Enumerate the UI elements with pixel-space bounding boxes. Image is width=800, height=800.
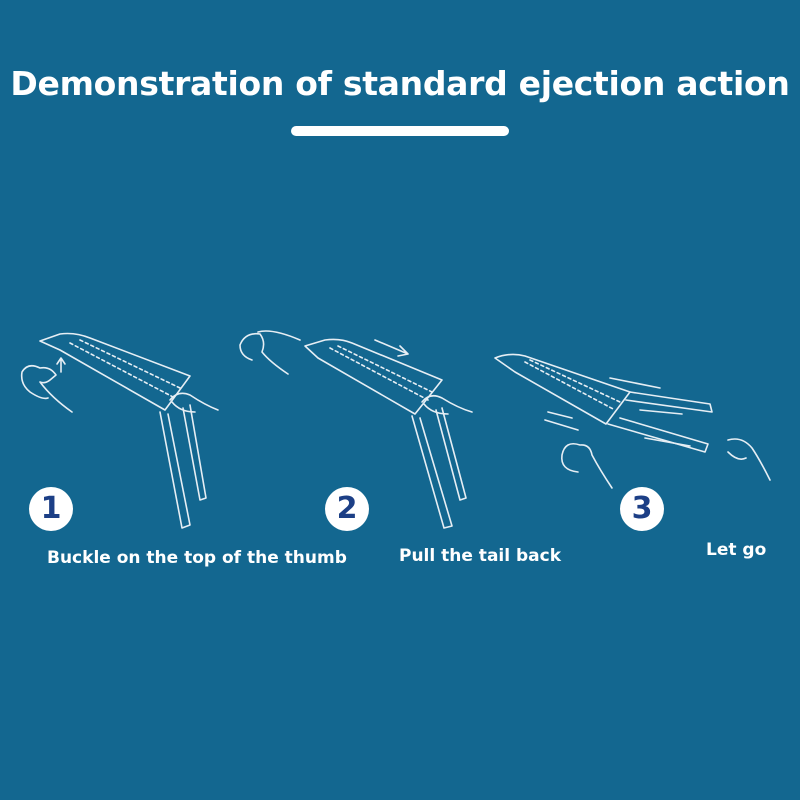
step-1-illustration: [20, 332, 219, 529]
step-2-number-badge: 2: [325, 487, 369, 531]
step-2-tail-straps: [411, 407, 467, 529]
step-1-hand-icon: [20, 364, 73, 413]
step-2-plane-body: [304, 338, 443, 415]
step-3-plane-body: [494, 353, 631, 425]
step-1-arrow-up-icon: [56, 357, 66, 373]
step-3-right-hand-icon: [727, 438, 771, 481]
step-3-tail-straps: [607, 391, 713, 453]
step-1-label: Buckle on the top of the thumb: [47, 548, 347, 568]
step-2-illustration: [239, 330, 473, 529]
step-3-label: Let go: [706, 540, 767, 560]
step-2-holding-hand-icon: [421, 394, 473, 415]
title-underline: [291, 126, 509, 136]
step-3-number-badge: 3: [620, 487, 664, 531]
step-3-speed-lines: [544, 377, 691, 447]
step-2-pull-arrow-icon: [374, 339, 409, 357]
step-2-label: Pull the tail back: [399, 546, 562, 566]
step-3-left-hand-icon: [561, 442, 613, 489]
ejection-illustration: [20, 330, 771, 529]
step-1-tail-straps: [159, 404, 207, 529]
step-1-plane-body: [39, 332, 191, 411]
step-1-number-badge: 1: [29, 487, 73, 531]
step-3-illustration: [494, 353, 771, 489]
step-1-holding-hand-icon: [169, 392, 219, 413]
page-title: Demonstration of standard ejection actio…: [10, 64, 790, 103]
step-2-hand-icon: [239, 330, 301, 375]
